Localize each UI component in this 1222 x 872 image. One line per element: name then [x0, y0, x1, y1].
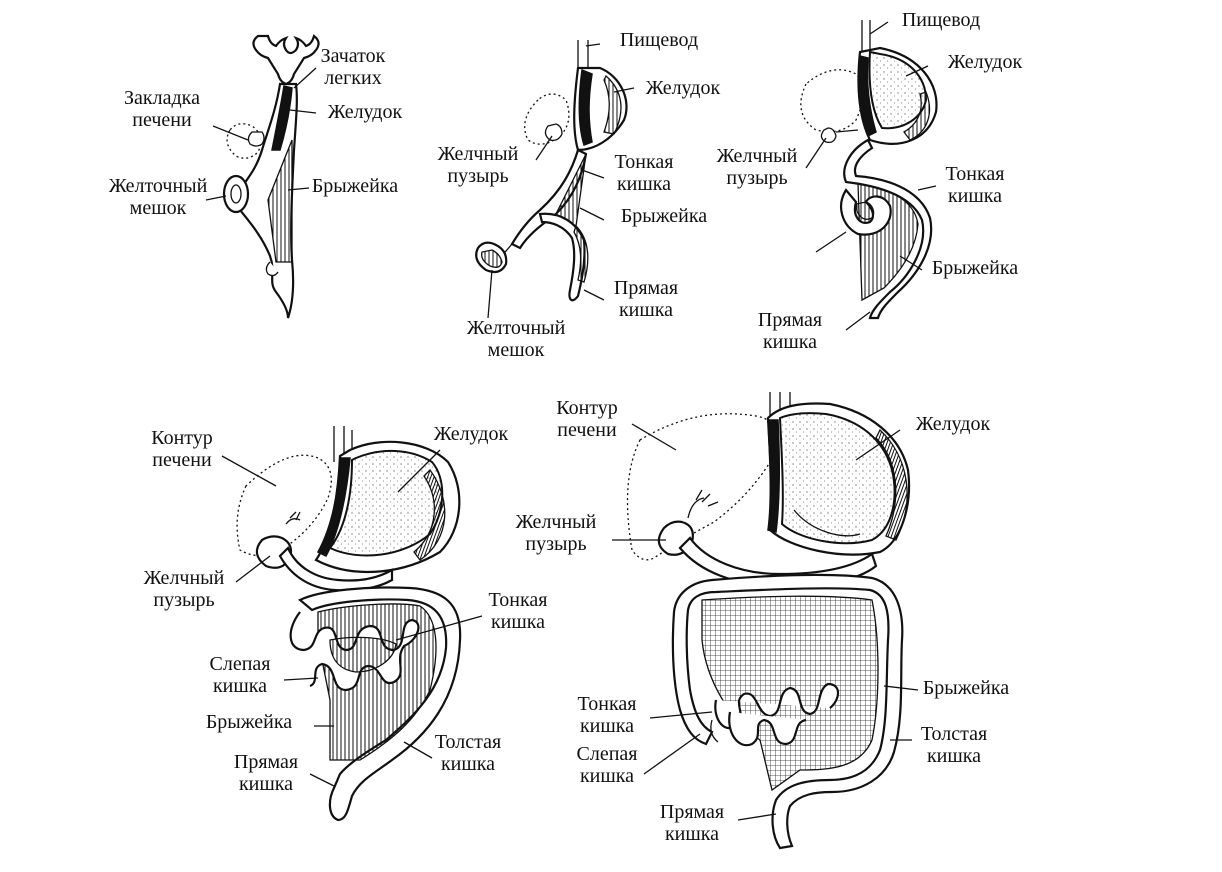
stage5-label-6-line-0: Слепая	[577, 743, 638, 765]
stage2-label-5-line-0: Прямая	[614, 277, 678, 299]
stage5-label-7-line-1: кишка	[665, 823, 719, 845]
stage4-label-7-line-0: Толстая	[435, 731, 501, 753]
stage3-label-4-line-0: Брыжейка	[932, 257, 1018, 279]
stage3-label-5-line-0: Прямая	[758, 309, 822, 331]
stage2-label-2-line-1: пузырь	[447, 165, 508, 187]
stage5-label-6-line-1: кишка	[580, 765, 634, 787]
stage3-label-3-line-1: кишка	[948, 185, 1002, 207]
stage3-label-0: Пищевод	[902, 9, 980, 31]
stage1-label-0-line-1: легких	[324, 67, 381, 89]
stage1-drawing	[205, 34, 320, 319]
stage2-label-3-line-0: Тонкая	[615, 151, 674, 173]
stage1-label-4-line-0: Брыжейка	[312, 175, 398, 197]
stage4-drawing	[221, 426, 483, 822]
stage5-label-3: Брыжейка	[923, 677, 1009, 699]
stage4-label-4-line-1: кишка	[213, 675, 267, 697]
stage1-label-1-line-1: печени	[132, 109, 192, 131]
stage5-label-1: Желудок	[916, 413, 991, 435]
stage3-label-1: Желудок	[948, 51, 1023, 73]
stage4-label-4-line-0: Слепая	[210, 653, 271, 675]
stage5-label-0-line-1: печени	[557, 419, 617, 441]
stage5-label-5-line-1: кишка	[927, 745, 981, 767]
stage5-label-5-line-0: Толстая	[921, 723, 987, 745]
stage4-label-2-line-0: Желчный	[144, 567, 225, 589]
stage2-label-4: Брыжейка	[621, 205, 707, 227]
stage4-label-6-line-1: кишка	[239, 773, 293, 795]
stage3-drawing	[800, 20, 938, 331]
stage1-label-4: Брыжейка	[312, 175, 398, 197]
stage5-label-7-line-0: Прямая	[660, 801, 724, 823]
stage2-label-4-line-0: Брыжейка	[621, 205, 707, 227]
stage4-label-2-line-1: пузырь	[153, 589, 214, 611]
stage5-label-4-line-1: кишка	[580, 715, 634, 737]
stage4-label-5-line-0: Брыжейка	[206, 711, 292, 733]
stage5-label-3-line-0: Брыжейка	[923, 677, 1009, 699]
stage2-label-0: Пищевод	[620, 29, 698, 51]
stage3-label-2-line-1: пузырь	[726, 167, 787, 189]
stage2-label-1-line-0: Желудок	[646, 77, 721, 99]
stage2-label-2-line-0: Желчный	[438, 143, 519, 165]
stage5-label-2-line-1: пузырь	[525, 533, 586, 555]
stage2-label-6-line-1: мешок	[488, 339, 545, 361]
stage3-label-0-line-0: Пищевод	[902, 9, 980, 31]
stage3-label-1-line-0: Желудок	[948, 51, 1023, 73]
stage1-label-2: Желудок	[328, 101, 403, 123]
stage3-label-2-line-0: Желчный	[717, 145, 798, 167]
stage2-label-5-line-1: кишка	[619, 299, 673, 321]
stage4-label-3-line-0: Тонкая	[489, 589, 548, 611]
stage3-label-3-line-0: Тонкая	[946, 163, 1005, 185]
stage3-label-4: Брыжейка	[932, 257, 1018, 279]
stage2-drawing	[475, 40, 635, 319]
stage1-label-3-line-1: мешок	[130, 197, 187, 219]
stage4-label-3-line-1: кишка	[491, 611, 545, 633]
stage4-label-1: Желудок	[434, 423, 509, 445]
stage5-drawing	[612, 392, 919, 850]
stage5-label-1-line-0: Желудок	[916, 413, 991, 435]
stage2-label-3-line-1: кишка	[617, 173, 671, 195]
stage5-label-2-line-0: Желчный	[516, 511, 597, 533]
stage4-label-7-line-1: кишка	[441, 753, 495, 775]
stage5-label-4-line-0: Тонкая	[578, 693, 637, 715]
stage4-label-6-line-0: Прямая	[234, 751, 298, 773]
stage2-label-6-line-0: Желточный	[467, 317, 566, 339]
stage4-label-1-line-0: Желудок	[434, 423, 509, 445]
stage5-label-0-line-0: Контур	[556, 397, 618, 419]
stage4-label-5: Брыжейка	[206, 711, 292, 733]
stage4-label-0-line-1: печени	[152, 449, 212, 471]
stage1-label-1-line-0: Закладка	[124, 87, 200, 109]
stage1-label-3-line-0: Желточный	[109, 175, 208, 197]
stage1-label-0-line-0: Зачаток	[321, 45, 386, 67]
stage3-label-5-line-1: кишка	[763, 331, 817, 353]
stage2-label-0-line-0: Пищевод	[620, 29, 698, 51]
stage1-label-2-line-0: Желудок	[328, 101, 403, 123]
stage4-label-0-line-0: Контур	[151, 427, 213, 449]
stage2-label-1: Желудок	[646, 77, 721, 99]
